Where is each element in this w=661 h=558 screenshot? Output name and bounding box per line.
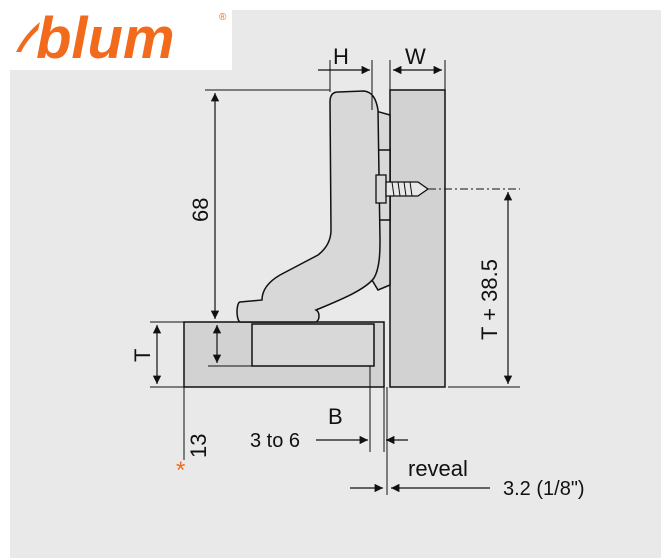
dim-b-label: B — [328, 404, 343, 429]
blum-logo: blum ® — [16, 6, 227, 71]
dim-reveal-value: 3.2 (1/8") — [503, 478, 585, 500]
logo-area — [0, 0, 232, 70]
dim-13-asterisk: * — [176, 457, 185, 484]
screw-icon — [375, 174, 430, 204]
dim-t-label: T — [130, 349, 155, 362]
dim-reveal-label: reveal — [408, 456, 468, 481]
dim-68-label: 68 — [188, 198, 213, 222]
hinge-cup — [251, 323, 375, 367]
logo-wordmark: blum — [36, 6, 175, 71]
logo-swoosh-icon — [16, 22, 40, 52]
dim-b-range: 3 to 6 — [250, 430, 300, 452]
dim-t385-label: T + 38.5 — [477, 259, 502, 340]
cabinet-side-panel — [389, 89, 446, 388]
hinge-arm — [236, 90, 381, 323]
dim-h-label: H — [333, 44, 349, 69]
logo-registered-mark: ® — [219, 12, 227, 23]
dim-w-label: W — [405, 44, 426, 69]
dim-13-label: 13 — [186, 434, 211, 458]
